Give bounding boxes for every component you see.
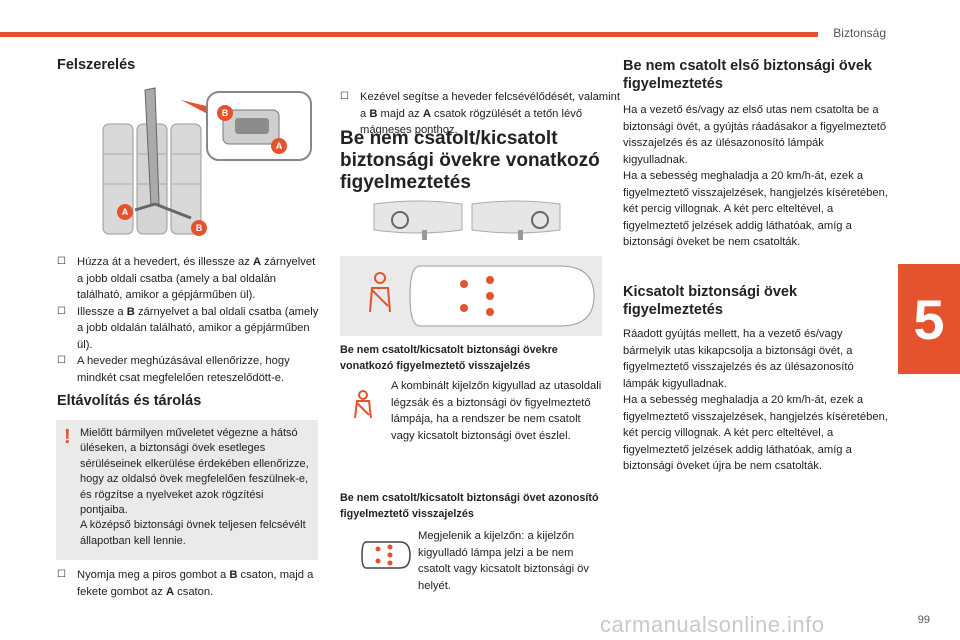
bullet-arrow-icon: ☐: [57, 355, 66, 366]
label-b-zoom: B: [217, 105, 233, 121]
footer-url[interactable]: carmanualsonline.info: [600, 612, 825, 637]
bullet-arrow-icon: ☐: [57, 305, 66, 317]
seatbelt-warning-icon: [346, 388, 380, 422]
seatbelt-warning-icon: [369, 272, 391, 313]
label-warning-2: Be nem csatolt/kicsatolt biztonsági övet…: [340, 492, 599, 520]
text-warning-1: A kombinált kijelzőn kigyullad az utasol…: [391, 380, 602, 442]
heading-unbuckled: Kicsatolt biztonsági övek figyelmeztetés: [623, 284, 798, 318]
bullet-arrow-icon: ☐: [340, 91, 349, 102]
install-step: ☐Húzza át a hevedert, és illessze az A z…: [57, 256, 316, 301]
bullet-arrow-icon: ☐: [57, 569, 66, 580]
heading-main: Be nem csatolt/kicsatolt biztonsági övek…: [340, 128, 600, 193]
warning-box: ! Mielőtt bármilyen műveletet végezne a …: [56, 420, 318, 560]
heading-front: Be nem csatolt első biztonsági övek figy…: [623, 58, 872, 92]
label-warning-1: Be nem csatolt/kicsatolt biztonsági övek…: [340, 344, 558, 372]
section-title: Biztonság: [833, 26, 886, 40]
page-number: 99: [917, 614, 930, 626]
warning-text: Mielőtt bármilyen műveletet végezne a há…: [80, 427, 309, 547]
interior-mirror-icon: [373, 200, 561, 240]
label-a-zoom: A: [271, 138, 287, 154]
install-step: ☐Illessze a B zárnyelvet a bal oldali cs…: [57, 305, 319, 351]
label-b-seat: B: [191, 220, 207, 236]
top-step: ☐Kezével segítse a heveder felcsévélődés…: [340, 91, 620, 136]
car-seat-map-icon: [360, 538, 412, 572]
text-front: Ha a vezető és/vagy az első utas nem csa…: [623, 104, 888, 248]
mirror-indicators: [370, 198, 564, 246]
install-steps: ☐Húzza át a hevedert, és illessze az A z…: [57, 254, 319, 386]
dashboard-display: [340, 256, 602, 336]
bullet-arrow-icon: ☐: [57, 256, 66, 267]
install-step: ☐A heveder meghúzásával ellenőrizze, hog…: [57, 355, 290, 384]
car-seat-map-icon: [369, 265, 595, 327]
seatbelt-diagram: B A A B: [95, 84, 317, 244]
heading-install: Felszerelés: [57, 57, 136, 73]
header-accent-bar: [0, 32, 818, 37]
seatbelt-diagram-svg: [102, 87, 312, 235]
text-unbuckled: Ráadott gyújtás mellett, ha a vezető és/…: [623, 328, 888, 472]
remove-step: ☐Nyomja meg a piros gombot a B csaton, m…: [57, 569, 314, 598]
heading-remove: Eltávolítás és tárolás: [57, 393, 202, 409]
chapter-tab: 5: [898, 264, 960, 374]
label-a-seat: A: [117, 204, 133, 220]
caution-icon: !: [64, 426, 71, 448]
text-warning-2: Megjelenik a kijelzőn: a kijelzőn kigyul…: [418, 530, 590, 592]
